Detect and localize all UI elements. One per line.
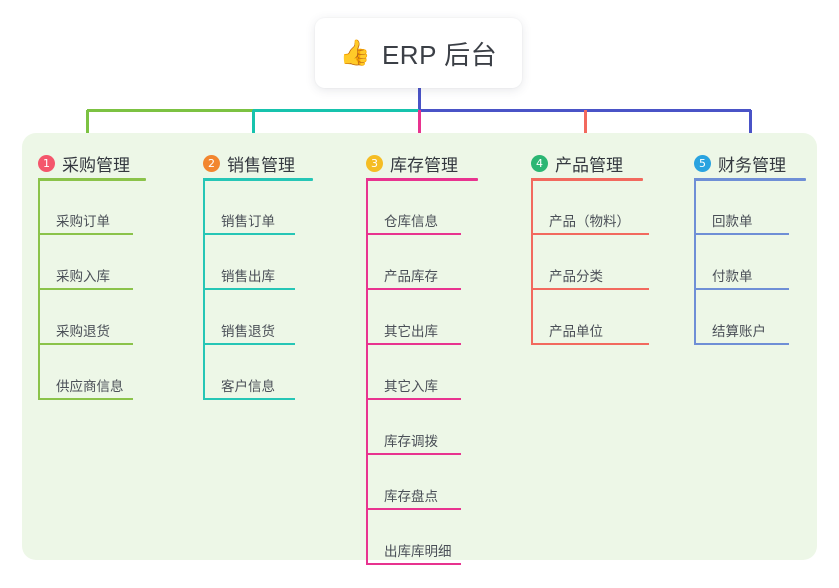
leaf-underline	[38, 233, 133, 235]
leaf-node[interactable]: 产品（物料）	[549, 214, 630, 229]
leaf-underline	[38, 343, 133, 345]
branch-title: 采购管理	[62, 156, 130, 175]
leaf-node[interactable]: 库存调拨	[384, 434, 438, 449]
leaf-underline	[694, 288, 789, 290]
branch-title: 财务管理	[718, 156, 786, 175]
branch-title: 库存管理	[390, 156, 458, 175]
leaf-underline	[531, 233, 649, 235]
leaf-underline	[366, 288, 461, 290]
leaf-underline	[203, 233, 295, 235]
leaf-node[interactable]: 产品单位	[549, 324, 603, 339]
leaf-underline	[531, 288, 649, 290]
leaf-node[interactable]: 出库库明细	[384, 544, 452, 559]
leaf-underline	[203, 343, 295, 345]
leaf-underline	[694, 233, 789, 235]
branch-stem	[694, 178, 696, 345]
branch-underline	[366, 178, 478, 181]
thumbs-up-icon: 👍	[339, 38, 371, 67]
branch-header-2[interactable]: 2 销售管理	[203, 151, 295, 176]
leaf-node[interactable]: 仓库信息	[384, 214, 438, 229]
branch-title: 产品管理	[555, 156, 623, 175]
branch-header-5[interactable]: 5 财务管理	[694, 151, 786, 176]
branch-header-4[interactable]: 4 产品管理	[531, 151, 623, 176]
leaf-node[interactable]: 采购订单	[56, 214, 110, 229]
leaf-underline	[531, 343, 649, 345]
leaf-node[interactable]: 销售退货	[221, 324, 275, 339]
leaf-node[interactable]: 采购退货	[56, 324, 110, 339]
branch-number-badge: 2	[203, 155, 220, 172]
leaf-node[interactable]: 销售出库	[221, 269, 275, 284]
leaf-node[interactable]: 销售订单	[221, 214, 275, 229]
leaf-underline	[366, 563, 461, 565]
branch-stem	[531, 178, 533, 345]
leaf-node[interactable]: 其它出库	[384, 324, 438, 339]
leaf-underline	[38, 288, 133, 290]
root-title: ERP 后台	[381, 39, 498, 70]
leaf-underline	[366, 508, 461, 510]
leaf-underline	[203, 398, 295, 400]
leaf-node[interactable]: 库存盘点	[384, 489, 438, 504]
leaf-underline	[38, 398, 133, 400]
root-node[interactable]: 👍 ERP 后台	[315, 18, 522, 88]
branch-title: 销售管理	[227, 156, 295, 175]
leaf-node[interactable]: 采购入库	[56, 269, 110, 284]
leaf-node[interactable]: 付款单	[712, 269, 753, 284]
leaf-node[interactable]: 产品库存	[384, 269, 438, 284]
leaf-node[interactable]: 供应商信息	[56, 379, 124, 394]
branch-number-badge: 3	[366, 155, 383, 172]
branch-number-badge: 1	[38, 155, 55, 172]
leaf-underline	[203, 288, 295, 290]
branch-header-3[interactable]: 3 库存管理	[366, 151, 458, 176]
branch-number-badge: 5	[694, 155, 711, 172]
leaf-node[interactable]: 其它入库	[384, 379, 438, 394]
branch-number-badge: 4	[531, 155, 548, 172]
branch-underline	[38, 178, 146, 181]
leaf-underline	[694, 343, 789, 345]
leaf-node[interactable]: 客户信息	[221, 379, 275, 394]
leaf-node[interactable]: 回款单	[712, 214, 753, 229]
leaf-underline	[366, 343, 461, 345]
branch-stem	[366, 178, 368, 565]
branch-underline	[531, 178, 643, 181]
branch-underline	[203, 178, 313, 181]
leaf-node[interactable]: 结算账户	[712, 324, 766, 339]
branch-underline	[694, 178, 806, 181]
leaf-underline	[366, 398, 461, 400]
branch-header-1[interactable]: 1 采购管理	[38, 151, 130, 176]
diagram-panel	[22, 133, 817, 560]
leaf-node[interactable]: 产品分类	[549, 269, 603, 284]
leaf-underline	[366, 233, 461, 235]
leaf-underline	[366, 453, 461, 455]
